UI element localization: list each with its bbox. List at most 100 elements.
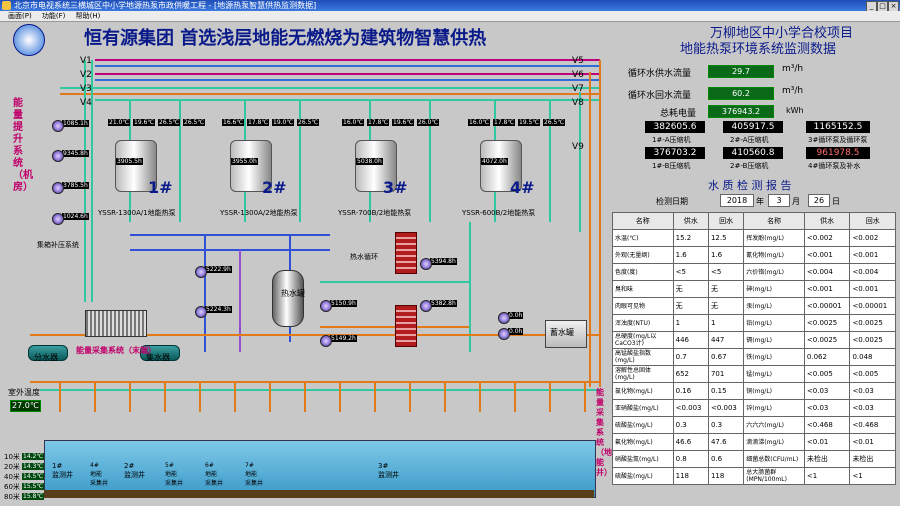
circulation-pump-icon[interactable] bbox=[320, 335, 332, 347]
terminal-radiator bbox=[85, 310, 147, 337]
heat-pump-2[interactable] bbox=[230, 140, 272, 192]
table-row: 肉眼可见物无无汞(mg/L)<0.00001<0.00001 bbox=[612, 297, 896, 315]
heat-pump-4-num: 4# bbox=[510, 178, 535, 197]
return-flow-unit: m³/h bbox=[782, 86, 804, 96]
circulation-pump-icon[interactable] bbox=[420, 258, 432, 270]
table-cell: <0.002 bbox=[803, 229, 851, 247]
project-title-1: 万柳地区中小学合校项目 bbox=[710, 26, 854, 41]
table-cell: <0.0025 bbox=[849, 331, 896, 349]
plate-heat-exchanger[interactable] bbox=[395, 232, 417, 274]
circulation-pump-icon[interactable] bbox=[52, 213, 64, 225]
project-title-2: 地能热泵环境系统监测数据 bbox=[680, 42, 837, 57]
well-label[interactable]: 5# 地能 采集井 bbox=[165, 462, 184, 487]
depth-label: 10米 bbox=[4, 453, 20, 461]
table-cell: <0.01 bbox=[849, 433, 896, 451]
report-year-field[interactable]: 2018 bbox=[720, 194, 754, 207]
pump-hours-tag: 5222.9h bbox=[205, 266, 232, 273]
circulation-pump-icon[interactable] bbox=[52, 150, 64, 162]
distributor[interactable] bbox=[28, 345, 68, 361]
outdoor-temp-value: 27.0℃ bbox=[10, 400, 41, 412]
circulation-pump-icon[interactable] bbox=[52, 120, 64, 132]
heat-pump-4-name: YSSR-600B/2地能热泵 bbox=[462, 209, 536, 217]
pump-hours-tag: 5394.8h bbox=[430, 258, 457, 265]
water-storage-tank-label: 蓄水罐 bbox=[550, 328, 574, 337]
report-month-field[interactable]: 3 bbox=[768, 194, 790, 207]
circulation-pump-icon[interactable] bbox=[195, 266, 207, 278]
table-cell: 总硬度(mg/L以CaCO3计) bbox=[612, 331, 674, 349]
heat-pump-1-name: YSSR-1300A/1地能热泵 bbox=[98, 209, 176, 217]
pump-hours-tag: 0.0h bbox=[508, 312, 524, 319]
well-label[interactable]: 6# 地能 采集井 bbox=[205, 462, 224, 487]
report-date-label: 检测日期 bbox=[656, 197, 688, 206]
plate-heat-exchanger[interactable] bbox=[395, 305, 417, 347]
depth-label: 80米 bbox=[4, 493, 20, 501]
distributor-label: 分水器 bbox=[34, 353, 58, 362]
well-label[interactable]: 1# 监测井 bbox=[52, 462, 73, 479]
table-header-row: 名称供水回水名称供水回水 bbox=[612, 212, 896, 230]
table-cell: 0.15 bbox=[707, 382, 745, 400]
table-header-cell: 供水 bbox=[672, 212, 709, 230]
table-cell: 无 bbox=[672, 297, 709, 315]
menu-picture[interactable]: 画面(P) bbox=[8, 12, 32, 20]
well-label[interactable]: 7# 地能 采集井 bbox=[245, 462, 264, 487]
table-cell: <0.01 bbox=[803, 433, 851, 451]
table-cell: 高锰酸盐指数(mg/L) bbox=[612, 348, 674, 366]
heat-pump-4[interactable] bbox=[480, 140, 522, 192]
meter-value: 410560.8 bbox=[723, 147, 783, 159]
table-cell: 652 bbox=[672, 365, 709, 383]
valve-label-v1: V1 bbox=[80, 56, 92, 66]
menu-help[interactable]: 帮助(H) bbox=[75, 12, 101, 20]
temp-tag: 19.5℃ bbox=[518, 119, 541, 126]
circulation-pump-icon[interactable] bbox=[320, 300, 332, 312]
circulation-pump-icon[interactable] bbox=[52, 182, 64, 194]
table-cell: 汞(mg/L) bbox=[743, 297, 805, 315]
circulation-pump-icon[interactable] bbox=[195, 306, 207, 318]
well-label[interactable]: 2# 监测井 bbox=[124, 462, 145, 479]
water-storage-tank[interactable] bbox=[545, 320, 587, 348]
hot-water-tank[interactable] bbox=[272, 270, 304, 327]
menu-function[interactable]: 功能(F) bbox=[41, 12, 66, 20]
table-cell: 0.7 bbox=[672, 348, 709, 366]
table-header-cell: 名称 bbox=[743, 212, 805, 230]
power-value: 376943.2 bbox=[708, 105, 774, 118]
app-icon bbox=[2, 1, 11, 10]
heat-pump-3[interactable] bbox=[355, 140, 397, 192]
report-day-field[interactable]: 26 bbox=[808, 194, 830, 207]
table-cell: <0.001 bbox=[849, 246, 896, 264]
circulation-pump-icon[interactable] bbox=[498, 312, 510, 324]
table-cell: 溶解性总固体(mg/L) bbox=[612, 365, 674, 383]
table-cell: 118 bbox=[707, 467, 745, 485]
valve-label-v5: V5 bbox=[572, 56, 584, 66]
table-cell: 六价铬(mg/L) bbox=[743, 263, 805, 281]
valve-label-v7: V7 bbox=[572, 84, 584, 94]
meter-label: 4#循环泵及补水 bbox=[808, 162, 861, 170]
temp-tag: 16.0℃ bbox=[468, 119, 491, 126]
table-cell: 447 bbox=[707, 331, 745, 349]
table-cell: <0.003 bbox=[672, 399, 709, 417]
depth-temp: 15.5℃ bbox=[22, 483, 45, 490]
well-label[interactable]: 4# 地能 采集井 bbox=[90, 462, 109, 487]
meter-label: 3#循环泵及循环泵 bbox=[808, 136, 868, 144]
heat-pump-1[interactable] bbox=[115, 140, 157, 192]
table-cell: 1.6 bbox=[672, 246, 709, 264]
table-cell: <0.003 bbox=[707, 399, 745, 417]
well-label[interactable]: 3# 监测井 bbox=[378, 462, 399, 479]
temp-tag: 17.8℃ bbox=[367, 119, 390, 126]
circulation-pump-icon[interactable] bbox=[420, 300, 432, 312]
table-cell: 锌(mg/L) bbox=[743, 399, 805, 417]
circulation-pump-icon[interactable] bbox=[498, 328, 510, 340]
table-header-cell: 回水 bbox=[707, 212, 745, 230]
table-cell: 118 bbox=[672, 467, 709, 485]
menu-bar: 画面(P) 功能(F) 帮助(H) bbox=[0, 11, 900, 22]
collector[interactable] bbox=[140, 345, 180, 361]
table-cell: <0.0025 bbox=[803, 314, 851, 332]
table-cell: 47.6 bbox=[707, 433, 745, 451]
pump-hours-tag: 1085.1h bbox=[62, 120, 89, 127]
meter-label: 1#-A压缩机 bbox=[652, 136, 691, 144]
